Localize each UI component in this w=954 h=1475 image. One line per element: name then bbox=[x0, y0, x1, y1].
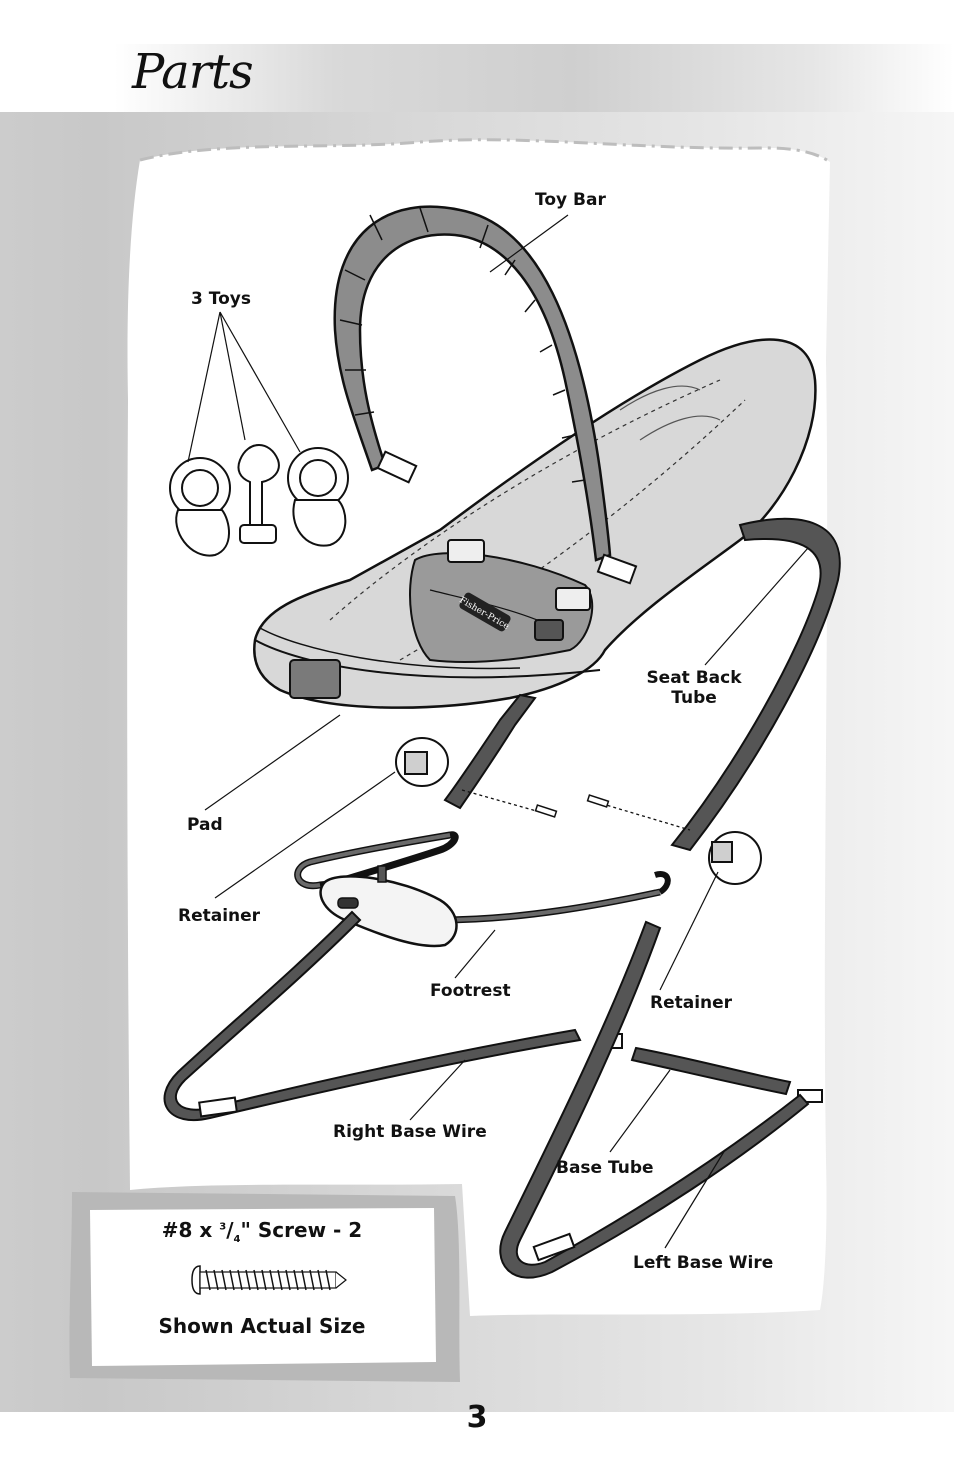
label-left-base-wire: Left Base Wire bbox=[633, 1253, 774, 1273]
white-panel-edge bbox=[139, 138, 831, 164]
label-seat-back-tube: Seat Back Tube bbox=[640, 668, 748, 708]
retainer-right-part bbox=[708, 831, 762, 885]
buckle-right bbox=[555, 587, 591, 611]
label-seat-back-tube-line2: Tube bbox=[671, 688, 717, 708]
toy-left bbox=[169, 457, 231, 557]
screw-fraction-den: 4 bbox=[233, 1234, 241, 1245]
page-number: 3 bbox=[466, 1400, 488, 1435]
screw-caption: Shown Actual Size bbox=[158, 1314, 366, 1338]
label-pad: Pad bbox=[187, 815, 223, 835]
seat-pad bbox=[253, 338, 817, 709]
right-base-wire bbox=[163, 910, 582, 1121]
left-base-wire-cap bbox=[532, 1232, 576, 1262]
seat-back-tube bbox=[670, 517, 841, 852]
screw-part-b bbox=[586, 794, 610, 808]
toy-bar-clip-left bbox=[376, 450, 418, 484]
right-base-wire-cap bbox=[198, 1096, 238, 1118]
page-title: Parts bbox=[132, 44, 254, 100]
label-right-base-wire: Right Base Wire bbox=[333, 1122, 487, 1142]
buckle-left bbox=[447, 539, 485, 563]
label-retainer-right: Retainer bbox=[650, 993, 733, 1013]
seat-tube-front bbox=[443, 693, 537, 810]
label-3-toys: 3 Toys bbox=[191, 289, 251, 309]
screw-suffix: " Screw - 2 bbox=[240, 1218, 363, 1242]
label-retainer-left: Retainer bbox=[178, 906, 261, 926]
leader-lines bbox=[187, 214, 809, 1249]
screw-fraction-num: 3 bbox=[219, 1221, 227, 1233]
label-footrest: Footrest bbox=[430, 981, 511, 1001]
retainer-left-part bbox=[395, 737, 449, 787]
screw-illustration bbox=[191, 1265, 347, 1295]
screw-title: #8 x 3/4" Screw - 2 bbox=[161, 1218, 363, 1245]
base-tube bbox=[630, 1046, 792, 1096]
screw-box: #8 x 3/4" Screw - 2 Shown Actual Size bbox=[90, 1210, 434, 1365]
toy-middle bbox=[237, 444, 280, 544]
toy-right bbox=[287, 447, 349, 547]
label-base-tube: Base Tube bbox=[556, 1158, 654, 1178]
seat-front-window bbox=[289, 659, 341, 699]
label-toy-bar: Toy Bar bbox=[535, 190, 606, 210]
screw-prefix: #8 x bbox=[161, 1218, 220, 1242]
left-base-wire bbox=[499, 920, 810, 1279]
label-seat-back-tube-line1: Seat Back bbox=[646, 668, 742, 688]
vibration-switch bbox=[337, 897, 359, 909]
screw-part-a bbox=[534, 804, 558, 818]
header-band bbox=[0, 44, 954, 112]
toy-bar-clip-right bbox=[596, 553, 638, 585]
